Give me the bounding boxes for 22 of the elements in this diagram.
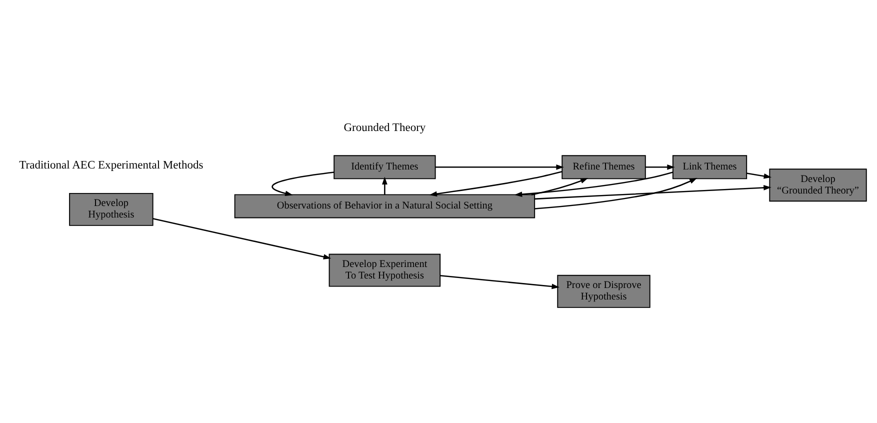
arrow (534, 177, 698, 209)
arrow (429, 170, 562, 196)
node-box: Identify Themes (334, 154, 436, 179)
node-box: Prove or Disprove Hypothesis (557, 274, 650, 308)
node-box: Refine Themes (562, 154, 646, 179)
arrow (514, 171, 673, 196)
node-box: Develop Hypothesis (69, 192, 154, 226)
label: Traditional AEC Experimental Methods (19, 159, 204, 172)
arrow (272, 171, 334, 196)
node-box: Observations of Behavior in a Natural Social Setting (234, 194, 536, 218)
arrow (534, 184, 772, 200)
node-box: Develop Experiment To Test Hypothesis (328, 253, 441, 286)
arrow (152, 218, 332, 259)
node-box: Link Themes (672, 154, 748, 179)
arrow (746, 172, 772, 178)
arrow (382, 176, 388, 194)
label: Grounded Theory (344, 121, 426, 134)
arrow (645, 164, 675, 170)
arrow (531, 178, 588, 195)
node-box: Develop “Grounded Theory” (769, 168, 867, 202)
arrow (440, 274, 560, 289)
arrow (435, 164, 564, 170)
